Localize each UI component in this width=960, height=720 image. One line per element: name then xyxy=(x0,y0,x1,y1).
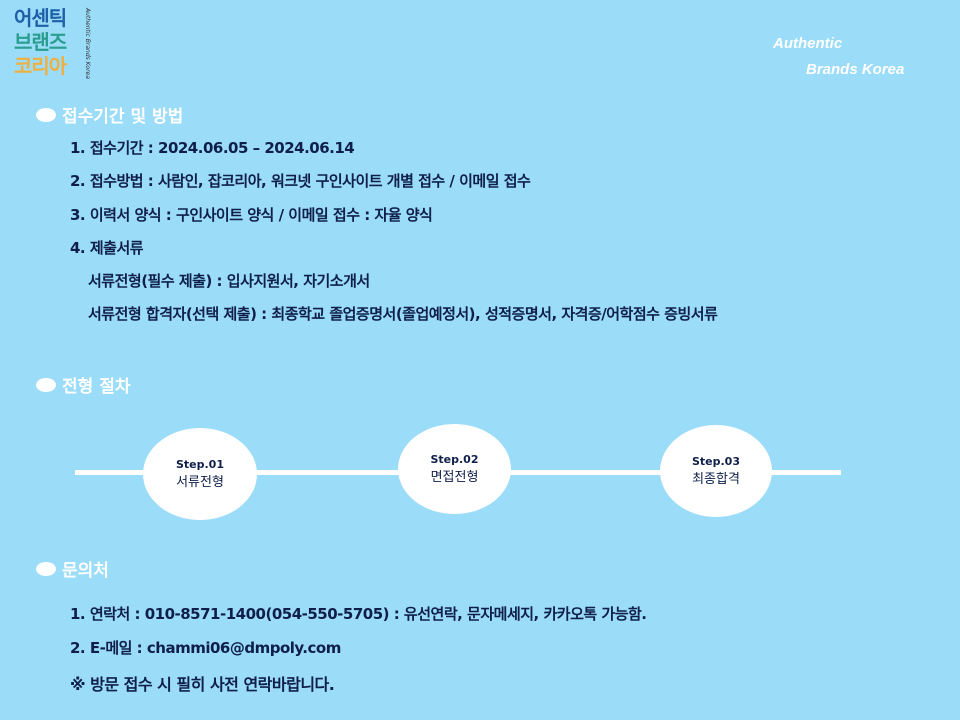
contact-phone: 1. 연락처 : 010-8571-1400(054-550-5705) : 유… xyxy=(70,605,647,623)
visit-notice: ※ 방문 접수 시 필히 사전 연락바랍니다. xyxy=(70,675,335,694)
bullet-icon xyxy=(36,561,56,576)
logo: 어센틱 브랜즈 코리아 Authentic Brands Korea xyxy=(14,6,94,82)
logo-line-2: 브랜즈 xyxy=(14,30,67,54)
info-line: 서류전형 합격자(선택 제출) : 최종학교 졸업증명서(졸업예정서), 성적증… xyxy=(88,305,718,323)
contact-email: 2. E-메일 : chammi06@dmpoly.com xyxy=(70,639,341,657)
logo-line-3: 코리아 xyxy=(14,54,67,78)
info-line: 서류전형(필수 제출) : 입사지원서, 자기소개서 xyxy=(88,272,370,290)
section-heading-application: 접수기간 및 방법 xyxy=(36,102,183,127)
info-line: 2. 접수방법 : 사람인, 잡코리아, 워크넷 구인사이트 개별 접수 / 이… xyxy=(70,172,531,190)
bullet-icon xyxy=(36,377,56,392)
logo-side-text: Authentic Brands Korea xyxy=(84,8,91,79)
section-heading-process: 전형 절차 xyxy=(36,372,130,397)
section-heading-contact: 문의처 xyxy=(36,556,109,581)
info-line: 4. 제출서류 xyxy=(70,239,144,257)
info-line: 1. 접수기간 : 2024.06.05 – 2024.06.14 xyxy=(70,139,355,157)
logo-line-1: 어센틱 xyxy=(14,6,67,30)
brand-line-1: Authentic xyxy=(773,35,843,52)
info-line: 3. 이력서 양식 : 구인사이트 양식 / 이메일 접수 : 자율 양식 xyxy=(70,206,433,224)
brand-line-2: Brands Korea xyxy=(806,61,905,78)
bullet-icon xyxy=(36,107,56,122)
